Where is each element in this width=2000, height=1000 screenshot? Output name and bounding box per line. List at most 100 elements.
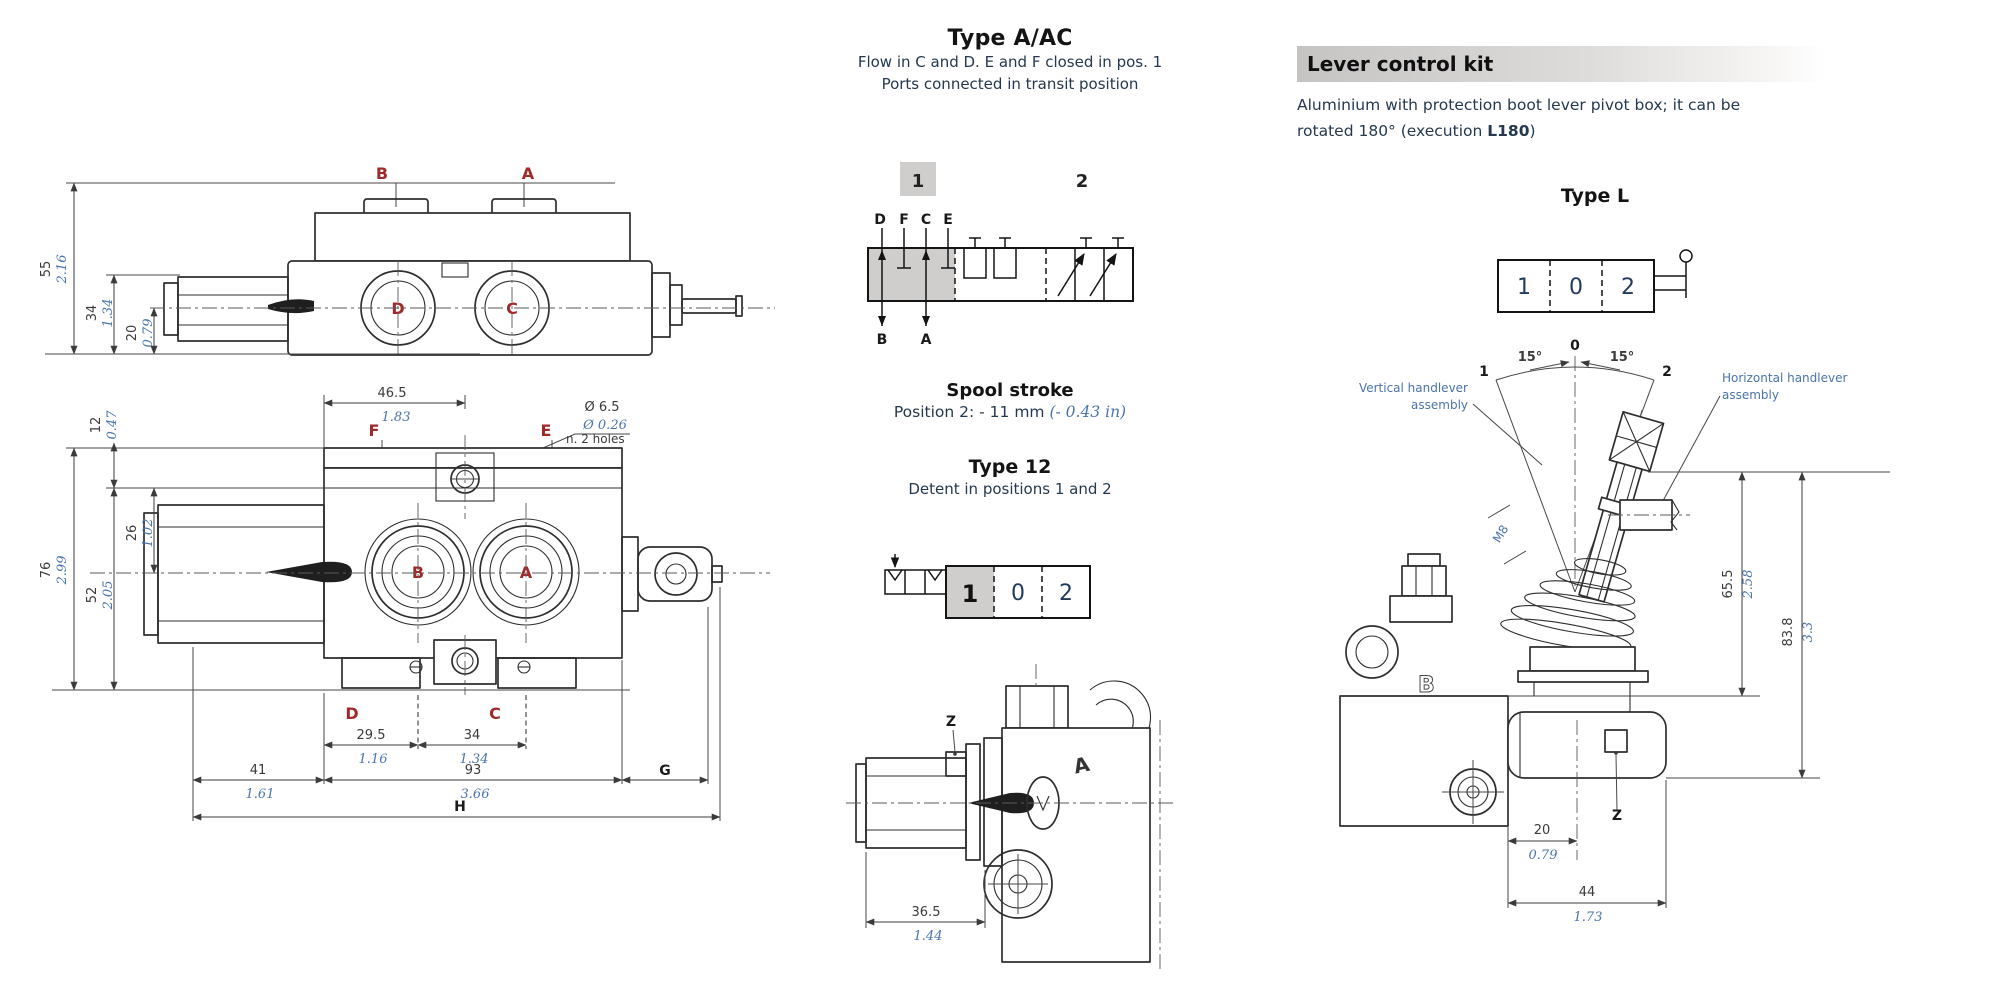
port-label-f: F [369, 421, 380, 440]
dim-83-8-mm: 83.8 [1781, 618, 1796, 647]
dim-93-mm: 93 [465, 763, 482, 778]
spool-stroke-block: Spool stroke Position 2: - 11 mm (- 0.43… [845, 380, 1175, 423]
type12-block: Type 12 Detent in positions 1 and 2 [845, 456, 1175, 500]
lever-kit-desc-line2-pre: rotated 180° (execution [1297, 122, 1488, 140]
dim-52-mm: 52 [85, 587, 100, 604]
horizontal-handlever-rod [1608, 499, 1690, 531]
detent-cell-1: 1 [962, 580, 979, 608]
dim-29-5-mm: 29.5 [357, 728, 386, 743]
horizontal-handlever-label: Horizontal handlever [1722, 371, 1847, 385]
dim-44-mm: 44 [1579, 885, 1596, 900]
dim-26-in: 1.02 [141, 519, 156, 548]
fan-pos2: 2 [1662, 364, 1672, 380]
port-label-a2: A [520, 563, 533, 582]
lever-kit-desc-line2-post: ) [1529, 122, 1536, 140]
type12-subtitle: Detent in positions 1 and 2 [908, 480, 1112, 498]
dim-36-5-mm: 36.5 [912, 905, 941, 920]
type-l-symbol: 1 0 2 [1497, 249, 1693, 313]
lever-kit-desc: Aluminium with protection boot lever piv… [1297, 92, 1877, 144]
front-view: 46.5 1.83 Ø 6.5 Ø 0.26 n. 2 holes F E [39, 386, 770, 821]
schematic-port-c: C [921, 212, 931, 228]
type12-title: Type 12 [968, 456, 1052, 478]
dim-34-in: 1.34 [101, 299, 116, 328]
type-l-cell-1: 1 [1517, 275, 1531, 300]
dim-20b-in: 0.79 [1529, 848, 1558, 863]
type-l-cell-0: 0 [1569, 275, 1583, 300]
schematic-port-d: D [874, 212, 886, 228]
type-l-cell-2: 2 [1621, 275, 1635, 300]
pos1-label: 1 [912, 171, 925, 192]
valve-side-view: A Z 36.5 1.44 [846, 664, 1173, 970]
dim-26-mm: 26 [125, 525, 140, 542]
side-view-a-label: A [1071, 752, 1092, 779]
vertical-handlever-label2: assembly [1411, 398, 1468, 412]
dim-65-5-in: 2.58 [1741, 570, 1756, 600]
lever-kit-header: Lever control kit [1297, 46, 1825, 82]
dim-20-in: 0.79 [141, 319, 156, 348]
detent-symbol: 1 0 2 [884, 554, 1091, 619]
type-l-block: Type L [1445, 185, 1745, 207]
horizontal-handlever-label2: assembly [1722, 388, 1779, 402]
schematic-port-e: E [943, 212, 953, 228]
dim-34b-mm: 34 [464, 728, 481, 743]
dim-34b-in: 1.34 [460, 752, 489, 767]
port-label-c2: C [489, 704, 501, 723]
fan-zero: 0 [1570, 338, 1580, 354]
type-aac-block: Type A/AC Flow in C and D. E and F close… [820, 26, 1200, 95]
left-valve-drawing: B A D C [39, 164, 775, 821]
detent-cell-2: 2 [1059, 581, 1073, 606]
handlever-callouts: Vertical handlever assembly Horizontal h… [1359, 371, 1847, 511]
dim-76-in: 2.99 [55, 556, 70, 586]
dim-55-in: 2.16 [55, 255, 70, 285]
spool-tip [268, 299, 314, 314]
schematic-port-a: A [921, 332, 932, 348]
body-letter-b: B [1418, 673, 1435, 698]
dim-46-5-in: 1.83 [382, 410, 411, 425]
pos2-label: 2 [1076, 171, 1089, 192]
lever-dimensions: 65.5 2.58 83.8 3.3 20 0.79 44 1.73 [1507, 471, 1890, 925]
dim-46-5-mm: 46.5 [378, 386, 407, 401]
lever-z-label: Z [1612, 808, 1622, 824]
port-label-b2: B [412, 563, 424, 582]
dim-h-label: H [454, 799, 466, 815]
port-label-e: E [541, 421, 552, 440]
spool-tip-side [968, 792, 1034, 814]
spool-stroke-title: Spool stroke [946, 380, 1074, 401]
hole-dia-in: Ø 0.26 [582, 418, 627, 433]
fan-angle-right: 15° [1610, 350, 1635, 365]
spool-tip-front [266, 561, 352, 583]
spool-stroke-in: (- 0.43 in) [1049, 403, 1127, 421]
dim-12-mm: 12 [89, 417, 104, 434]
valve-body-side: B [1339, 553, 1667, 827]
port-label-b: B [376, 164, 388, 183]
protection-boot [1500, 558, 1636, 652]
dim-34-mm: 34 [85, 305, 100, 322]
dim-55-mm: 55 [39, 261, 54, 278]
pos1-highlight [900, 162, 936, 196]
dim-52-in: 2.05 [101, 581, 116, 611]
vertical-handlever-label: Vertical handlever [1359, 381, 1468, 395]
type-l-title: Type L [1560, 185, 1630, 207]
fan-pos1: 1 [1479, 364, 1489, 380]
dim-36-5-in: 1.44 [914, 929, 943, 944]
dim-20-mm: 20 [125, 325, 140, 342]
schematic-port-f: F [899, 212, 909, 228]
top-view: B A D C [39, 164, 775, 357]
type-aac-sub1: Flow in C and D. E and F closed in pos. … [857, 53, 1163, 71]
lever-drawing: 0 15° 15° 1 2 Vertical handlever assembl… [1339, 338, 1890, 925]
port-label-d2: D [345, 704, 358, 723]
dim-41-in: 1.61 [246, 787, 275, 802]
side-view-z-label: Z [946, 714, 956, 730]
dim-76-mm: 76 [39, 562, 54, 579]
spool-stroke-mm: Position 2: - 11 mm [893, 403, 1045, 421]
spool-schematic: 1 2 D F C E B A [867, 162, 1134, 348]
hole-note: n. 2 holes [566, 432, 625, 446]
lever-kit-desc-bold: L180 [1487, 122, 1530, 140]
dim-83-8-in: 3.3 [1801, 622, 1816, 643]
dim-12-in: 0.47 [105, 410, 120, 440]
port-label-a: A [522, 164, 535, 183]
type-aac-sub2: Ports connected in transit position [881, 75, 1139, 93]
detent-cell-0: 0 [1011, 581, 1025, 606]
dim-44-in: 1.73 [1574, 910, 1603, 925]
